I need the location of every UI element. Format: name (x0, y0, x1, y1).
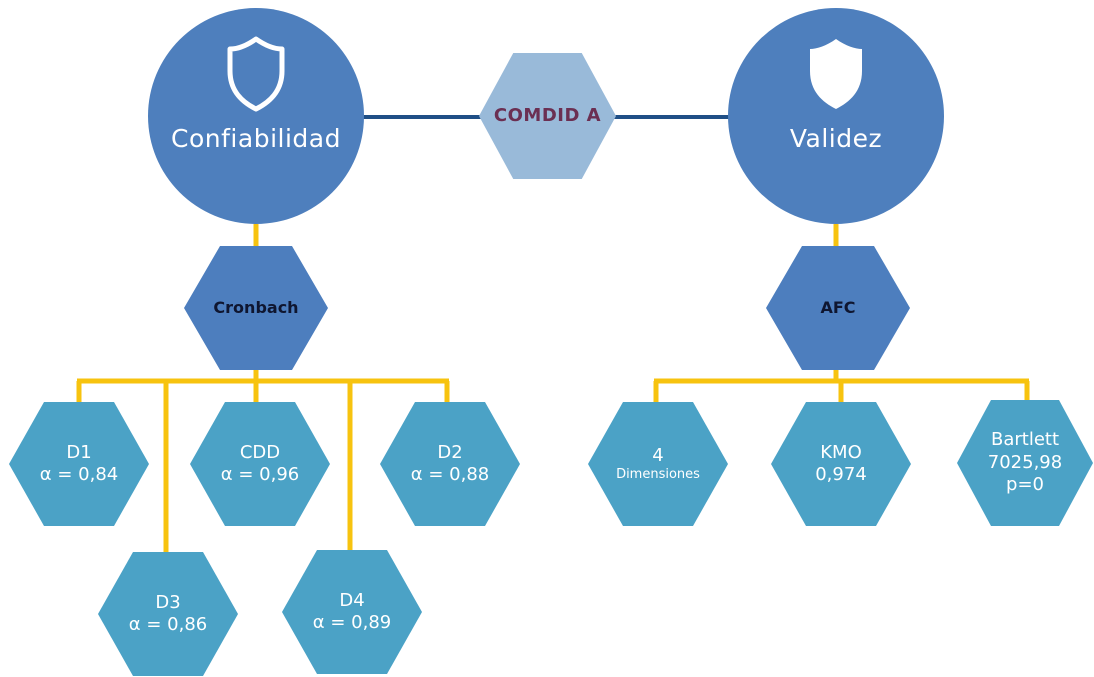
bartlett-label: Bartlett (990, 429, 1060, 451)
cdd-value: α = 0,96 (220, 464, 300, 485)
shield-filled-icon (810, 39, 862, 109)
kmo-value: 0,974 (815, 464, 867, 485)
bartlett-p: p=0 (1006, 474, 1044, 496)
confiabilidad-label: Confiabilidad (171, 124, 341, 153)
kmo-label: KMO (820, 441, 862, 463)
d2-value: α = 0,88 (410, 464, 490, 485)
afc-label: AFC (820, 298, 856, 317)
confiabilidad-circle: Confiabilidad (148, 8, 364, 224)
cdd-name: CDD (239, 441, 281, 463)
dimensiones-label: Dimensiones (616, 467, 700, 483)
shield-outline-icon (227, 36, 285, 112)
d4-name: D4 (339, 589, 365, 611)
bartlett-value: 7025,98 (987, 451, 1063, 473)
d1-name: D1 (66, 441, 92, 463)
d3-value: α = 0,86 (128, 614, 208, 635)
validez-circle: Validez (728, 8, 944, 224)
validez-label: Validez (789, 124, 883, 153)
d3-hexagon: D3 α = 0,86 (98, 552, 238, 676)
d2-hexagon: D2 α = 0,88 (380, 402, 520, 526)
cronbach-label: Cronbach (213, 298, 299, 317)
d2-name: D2 (437, 441, 463, 463)
dimensiones-count: 4 (652, 444, 664, 466)
d1-value: α = 0,84 (39, 464, 119, 485)
d4-value: α = 0,89 (312, 612, 392, 633)
d3-name: D3 (155, 591, 181, 613)
center-label: COMDID A (493, 104, 602, 126)
d4-hexagon: D4 α = 0,89 (282, 550, 422, 674)
